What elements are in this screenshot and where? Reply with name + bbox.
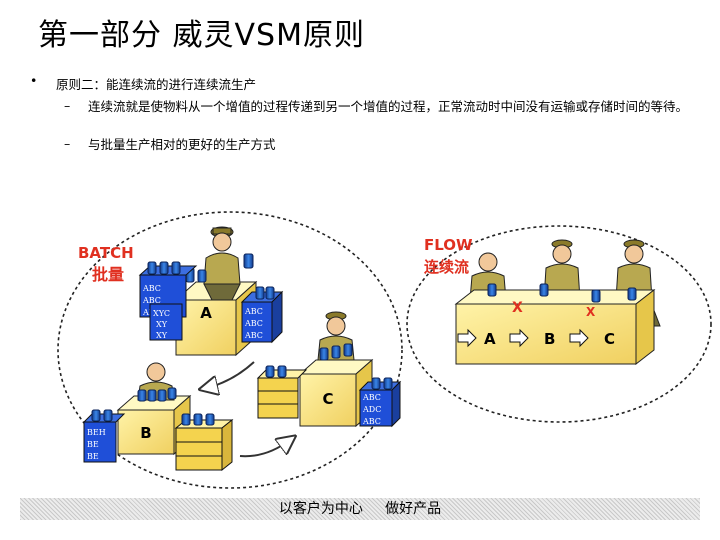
box-label: XY xyxy=(156,320,168,329)
curved-arrow-icon xyxy=(239,440,290,458)
batch-diagram: BATCH 批量 A xyxy=(57,211,403,489)
station-c-label: C xyxy=(322,390,333,408)
flow-diagram: FLOW 连续流 X X xyxy=(406,225,712,423)
station-a-label: A xyxy=(200,304,212,322)
blue-stack-c-right: ABC ADC ABC xyxy=(358,377,402,428)
worker-icon xyxy=(203,226,241,301)
box-label: ABC xyxy=(244,319,263,328)
station-b-label: B xyxy=(140,424,151,442)
bullet-marker: • xyxy=(30,73,38,88)
station-b-group: B xyxy=(116,362,192,456)
flow-station-a: A xyxy=(484,330,496,348)
x-mark: X xyxy=(586,305,596,319)
box-label: BE xyxy=(87,452,99,461)
box-label: XYC xyxy=(153,309,170,318)
flow-station-c: C xyxy=(604,330,615,348)
flow-label-cn: 连续流 xyxy=(424,258,469,276)
box-label: BE xyxy=(87,440,99,449)
blue-stack-b-left: BEH BE BE xyxy=(82,409,126,463)
footer-bar: 以客户为中心 做好产品 xyxy=(20,498,700,520)
sub-bullet-marker: – xyxy=(64,136,71,151)
sub-bullet-text: 连续流就是使物料从一个增值的过程传递到另一个增值的过程，正常流动时中间没有运输或… xyxy=(88,99,689,114)
yellow-stack-b-right xyxy=(174,413,234,472)
blue-stack-a-right: ABC ABC ABC xyxy=(240,286,284,344)
flow-station-b: B xyxy=(544,330,555,348)
box-label: ABC xyxy=(142,284,161,293)
blue-stack-a-left: ABC ABC ABC XYC XY XY xyxy=(138,261,198,341)
x-mark: X xyxy=(512,300,523,316)
curved-arrow-icon xyxy=(206,361,255,388)
box-label: XY xyxy=(156,331,168,340)
box-label: ABC xyxy=(362,417,381,426)
box-label: ABC xyxy=(362,393,381,402)
batch-label-en: BATCH xyxy=(78,244,134,262)
flow-arrow-icon xyxy=(457,328,477,348)
box-label: ABC xyxy=(244,307,263,316)
box-label: ABC xyxy=(142,296,161,305)
batch-label-cn: 批量 xyxy=(92,265,124,284)
page-title: 第一部分 威灵VSM原则 xyxy=(38,18,365,53)
yellow-stack-c-left xyxy=(256,365,308,419)
box-label: BEH xyxy=(87,428,106,437)
flow-boundary xyxy=(406,225,712,423)
flow-label-en: FLOW xyxy=(424,236,473,254)
flow-arrow-icon xyxy=(569,328,589,348)
batch-boundary xyxy=(57,211,403,489)
flow-arrow-icon xyxy=(509,328,529,348)
principle-text: 原则二：能连续流的进行连续流生产 xyxy=(56,77,257,92)
box-label: ABC xyxy=(244,331,263,340)
box-label: ADC xyxy=(362,405,381,414)
flow-line-table xyxy=(455,303,637,365)
footer-slogan: 以客户为中心 做好产品 xyxy=(278,501,442,517)
sub-bullet-marker: – xyxy=(64,98,71,113)
sub-bullet-text: 与批量生产相对的更好的生产方式 xyxy=(88,137,276,152)
